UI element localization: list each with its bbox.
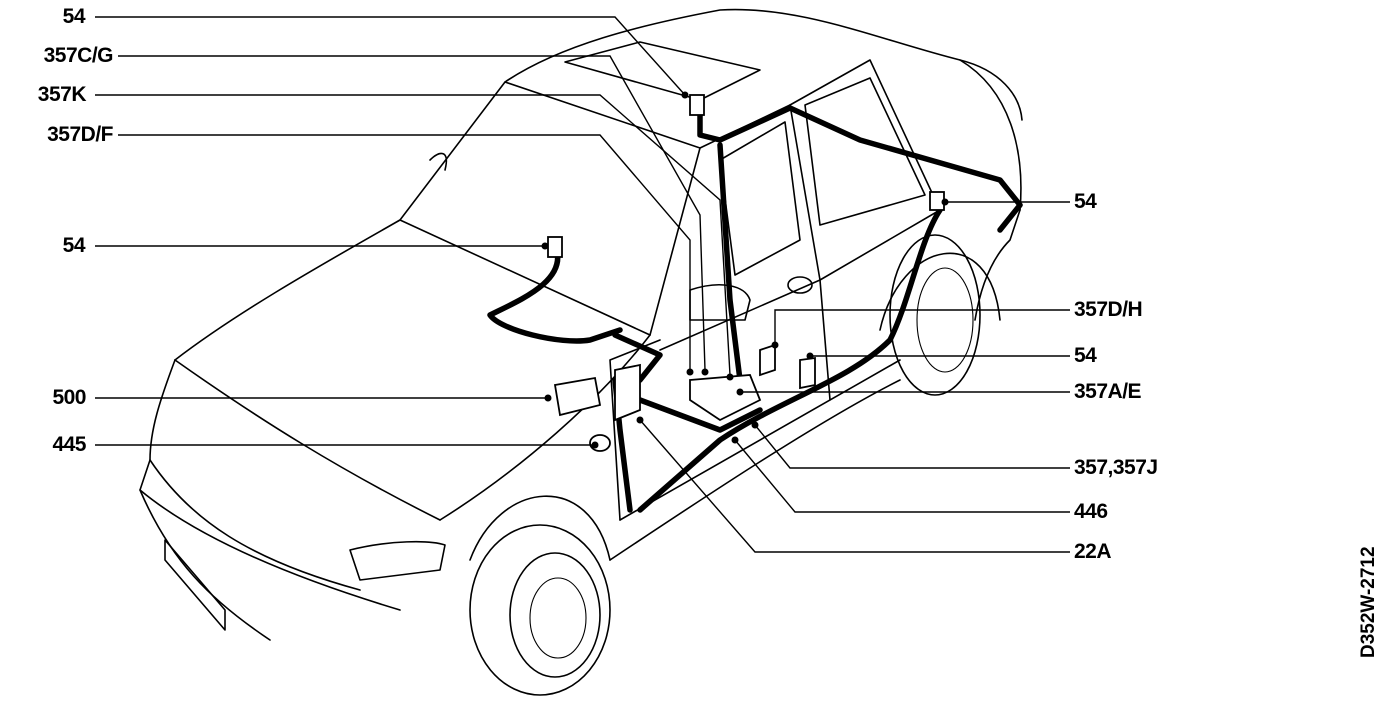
callout-54-windshield: 54 <box>62 234 86 257</box>
callout-54-rear: 54 <box>1074 190 1097 213</box>
callout-500: 500 <box>52 386 86 409</box>
leader-lines-right <box>636 198 1070 553</box>
callout-357k: 357K <box>37 83 87 106</box>
callout-357dh: 357D/H <box>1074 298 1143 321</box>
callout-357df: 357D/F <box>47 123 113 146</box>
callout-446: 446 <box>1074 500 1108 523</box>
callout-357cg: 357C/G <box>43 44 114 67</box>
callout-357-357j: 357,357J <box>1074 456 1158 479</box>
connector-54-windshield <box>547 236 563 258</box>
components <box>547 94 945 452</box>
callout-357ae: 357A/E <box>1074 380 1142 403</box>
connector-357DH <box>759 343 776 377</box>
connector-54-door <box>799 356 816 390</box>
callout-445: 445 <box>52 433 86 456</box>
car-body <box>139 8 1023 696</box>
callout-54-roof: 54 <box>62 5 86 28</box>
control-unit <box>614 363 641 422</box>
junction-block <box>689 374 762 422</box>
leader-lines-left <box>95 16 734 449</box>
callout-54-door: 54 <box>1074 344 1097 367</box>
connector-54-roof <box>689 94 705 116</box>
callout-22a: 22A <box>1074 540 1112 563</box>
document-id: D352W-2712 <box>1358 546 1379 658</box>
module-500 <box>553 376 602 417</box>
